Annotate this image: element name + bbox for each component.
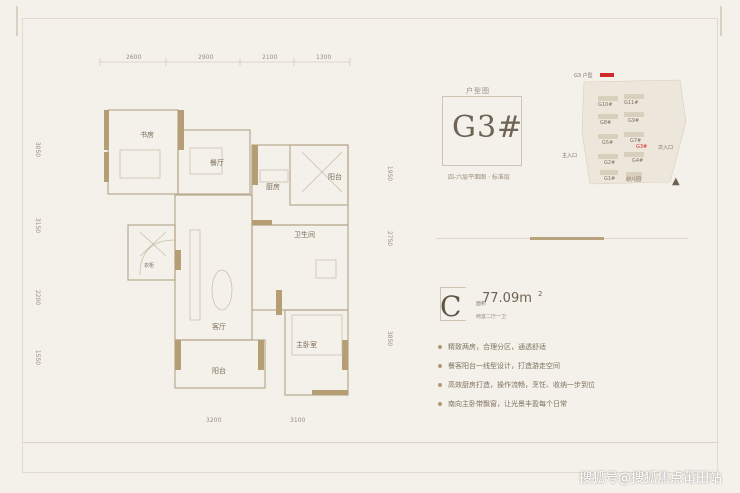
feature-text: 精致两房，合理分区，通透舒适: [448, 343, 546, 351]
feature-list: 精致两房，合理分区，通透舒适 餐客阳台一线型设计，打造游走空间 高效厨房打造，操…: [438, 340, 595, 416]
room-closet: 衣柜: [144, 263, 155, 269]
dim-top-3: 2100: [262, 54, 278, 61]
g3-marker: [600, 73, 614, 77]
map-label-g11: G11#: [624, 100, 639, 106]
room-study: 书房: [140, 131, 154, 139]
type-subtitle: 四-六层平面图 · 标准层: [448, 174, 510, 181]
map-label-g7: G7#: [630, 138, 642, 144]
dim-right-1: 1950: [386, 165, 394, 182]
room-dining: 餐厅: [210, 159, 224, 167]
feature-item: 南向主卧带飘窗，让光景丰盈每个日常: [438, 397, 595, 411]
bullet-icon: [438, 383, 442, 387]
site-map: G3 户型 G10# G11# G8# G9# G5# G7# G3# G2# …: [560, 72, 690, 192]
dim-top-4: 1300: [316, 54, 332, 61]
divider-gold-bar: [530, 237, 604, 240]
site-map-drawing: [581, 79, 687, 185]
area-superscript: 2: [538, 290, 543, 298]
area-value: 77.09m: [482, 291, 532, 306]
map-label-g9: G9#: [628, 118, 640, 124]
room-living: 客厅: [212, 323, 226, 331]
dim-left-3: 2200: [34, 289, 42, 306]
bullet-icon: [438, 345, 442, 349]
unit-letter: C: [440, 290, 462, 323]
feature-item: 精致两房，合理分区，通透舒适: [438, 340, 595, 354]
feature-text: 南向主卧带飘窗，让光景丰盈每个日常: [448, 400, 567, 408]
map-label-kindergarten: 幼儿园: [626, 177, 642, 183]
dim-top-1: 2600: [126, 54, 142, 61]
dim-right-2: 2750: [386, 230, 394, 247]
room-balcony-bottom: 阳台: [212, 367, 226, 375]
left-decor-bar: [16, 6, 18, 36]
map-title: G3 户型: [574, 73, 593, 79]
map-label-g4: G4#: [632, 158, 644, 164]
feature-text: 餐客阳台一线型设计，打造游走空间: [448, 362, 560, 370]
north-arrow-icon: ▲: [672, 176, 680, 187]
type-code: G3#: [452, 110, 524, 145]
feature-text: 高效厨房打造，操作流畅，烹饪、收纳一步到位: [448, 381, 595, 389]
watermark: 搜狐号@搜狐焦点莆田站: [578, 471, 722, 486]
bullet-icon: [438, 402, 442, 406]
map-label-g5: G5#: [602, 140, 614, 146]
feature-item: 高效厨房打造，操作流畅，烹饪、收纳一步到位: [438, 378, 595, 392]
room-public-bath: 卫生间: [294, 231, 315, 239]
dim-left-4: 1550: [34, 349, 42, 366]
map-label-side-entrance: 次入口: [658, 145, 674, 151]
dim-left-2: 3150: [34, 217, 42, 234]
type-frame: [442, 96, 522, 166]
dim-bottom-1: 3200: [206, 417, 222, 424]
unit-frame: [440, 287, 466, 321]
type-top-label: 户型图: [466, 87, 490, 95]
map-label-g1: G1#: [604, 176, 616, 182]
map-label-main-entrance: 主入口: [562, 153, 578, 159]
room-balcony-top: 阳台: [328, 173, 342, 181]
layout-description: 两室二厅一卫: [476, 314, 507, 320]
area-prefix: 面积: [476, 301, 487, 307]
dim-left-1: 3050: [34, 141, 42, 158]
floor-plan: 2600 2900 2100 1300 3200 3100 3050 3150 …: [34, 50, 400, 430]
map-label-g8: G8#: [600, 120, 612, 126]
dim-top-2: 2900: [198, 54, 214, 61]
room-kitchen: 厨房: [266, 183, 280, 191]
map-label-g3: G3#: [636, 144, 648, 150]
room-master: 主卧室: [296, 341, 317, 349]
map-label-g2: G2#: [604, 160, 616, 166]
right-decor-bar: [720, 6, 722, 36]
page-frame: [22, 18, 718, 473]
bottom-decor-line: [22, 442, 718, 443]
floor-plan-drawing: [35, 58, 351, 396]
bullet-icon: [438, 364, 442, 368]
map-label-g10: G10#: [598, 102, 613, 108]
feature-item: 餐客阳台一线型设计，打造游走空间: [438, 359, 595, 373]
dim-right-3: 3850: [386, 330, 394, 347]
dim-bottom-2: 3100: [290, 417, 306, 424]
